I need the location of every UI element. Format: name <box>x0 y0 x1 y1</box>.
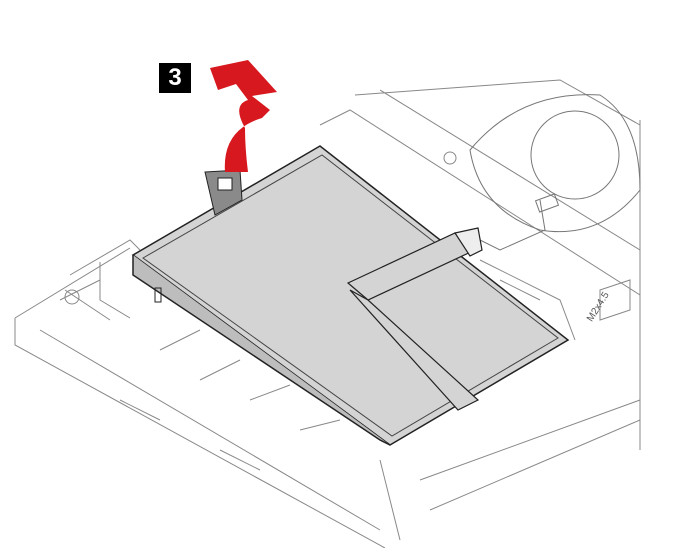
battery-connector-tape <box>346 227 483 411</box>
cooling-fan <box>469 94 641 251</box>
lift-direction-arrow <box>210 60 277 172</box>
step-number-badge: 3 <box>159 63 191 93</box>
laptop-base-chassis <box>14 79 641 548</box>
battery <box>131 145 570 446</box>
